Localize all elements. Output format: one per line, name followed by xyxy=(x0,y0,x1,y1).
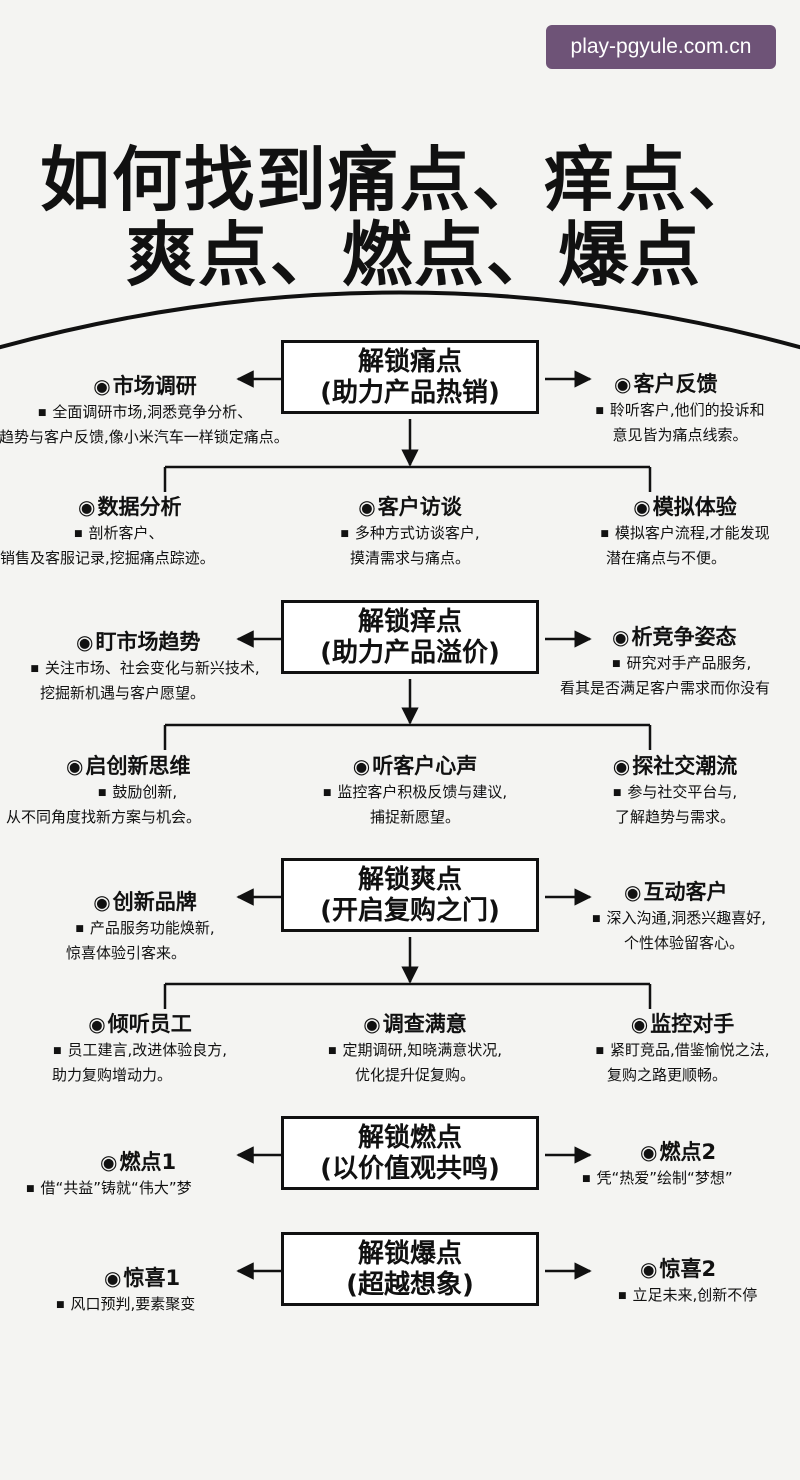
bullet-icon: ■ xyxy=(56,1299,65,1310)
radio-dot-icon: ◉ xyxy=(88,1012,106,1036)
radio-dot-icon: ◉ xyxy=(76,630,94,654)
bullet-icon: ■ xyxy=(600,528,609,539)
bullet-icon: ■ xyxy=(595,1045,604,1056)
bullet-icon: ■ xyxy=(618,1290,627,1301)
box-pain-point: 解锁痛点(助力产品热销) xyxy=(281,340,539,414)
radio-dot-icon: ◉ xyxy=(100,1150,118,1174)
radio-dot-icon: ◉ xyxy=(640,1140,658,1164)
radio-dot-icon: ◉ xyxy=(66,754,84,778)
node-surprise-2: ◉惊喜2 ■立足未来,创新不停 xyxy=(618,1257,758,1304)
radio-dot-icon: ◉ xyxy=(104,1266,122,1290)
node-social-trends: ◉探社交潮流 ■参与社交平台与, 了解趋势与需求。 xyxy=(612,754,738,826)
node-surprise-1: ◉惊喜1 ■风口预判,要素聚变 xyxy=(56,1266,196,1313)
node-simulated-experience: ◉模拟体验 ■模拟客户流程,才能发现 潜在痛点与不便。 xyxy=(600,495,770,567)
page-title-line-2: 爽点、燃点、爆点 xyxy=(126,214,702,296)
node-data-analysis: ◉数据分析 ■剖析客户、 销售及客服记录,挖掘痛点踪迹。 xyxy=(0,495,215,567)
node-customer-interview: ◉客户访谈 ■多种方式访谈客户, 摸清需求与痛点。 xyxy=(340,495,480,567)
node-market-research: ◉市场调研 ■全面调研市场,洞悉竞争分析、 业趋势与客户反馈,像小米汽车一样锁定… xyxy=(0,374,289,446)
radio-dot-icon: ◉ xyxy=(630,1012,649,1036)
radio-dot-icon: ◉ xyxy=(358,495,376,519)
bullet-icon: ■ xyxy=(26,1183,35,1194)
bullet-icon: ■ xyxy=(74,528,83,539)
bullet-icon: ■ xyxy=(37,407,47,418)
bullet-icon: ■ xyxy=(340,528,349,539)
node-customer-feedback: ◉客户反馈 ■聆听客户,他们的投诉和 意见皆为痛点线索。 xyxy=(595,372,765,444)
bullet-icon: ■ xyxy=(30,663,39,674)
node-satisfaction-survey: ◉调查满意 ■定期调研,知晓满意状况, 优化提升促复购。 xyxy=(327,1012,503,1084)
box-ignite-point: 解锁燃点(以价值观共鸣) xyxy=(281,1116,539,1190)
node-monitor-competitors: ◉监控对手 ■紧盯竞品,借鉴愉悦之法, 复购之路更顺畅。 xyxy=(595,1012,770,1084)
bullet-icon: ■ xyxy=(327,1045,337,1056)
node-customer-voice: ◉听客户心声 ■监控客户积极反馈与建议, 捕捉新愿望。 xyxy=(322,754,508,826)
radio-dot-icon: ◉ xyxy=(633,495,651,519)
radio-dot-icon: ◉ xyxy=(78,495,96,519)
bullet-icon: ■ xyxy=(52,1045,62,1056)
node-customer-interaction: ◉互动客户 ■深入沟通,洞悉兴趣喜好, 个性体验留客心。 xyxy=(592,880,767,952)
bullet-icon: ■ xyxy=(97,787,107,798)
box-itch-point: 解锁痒点(助力产品溢价) xyxy=(281,600,539,674)
node-brand-innovation: ◉创新品牌 ■产品服务功能焕新, 惊喜体验引客来。 xyxy=(66,890,215,962)
radio-dot-icon: ◉ xyxy=(624,880,642,904)
radio-dot-icon: ◉ xyxy=(614,372,632,396)
radio-dot-icon: ◉ xyxy=(612,625,630,649)
box-explosion-point: 解锁爆点(超越想象) xyxy=(281,1232,539,1306)
radio-dot-icon: ◉ xyxy=(640,1257,658,1281)
page-title-line-1: 如何找到痛点、痒点、 xyxy=(40,139,760,221)
header-arc xyxy=(0,290,800,350)
box-delight-point: 解锁爽点(开启复购之门) xyxy=(281,858,539,932)
bullet-icon: ■ xyxy=(595,405,604,416)
node-ignite-1: ◉燃点1 ■借“共益”铸就“伟大”梦 xyxy=(26,1150,192,1197)
bullet-icon: ■ xyxy=(75,923,84,934)
node-listen-employees: ◉倾听员工 ■员工建言,改进体验良方, 助力复购增动力。 xyxy=(52,1012,228,1084)
bullet-icon: ■ xyxy=(322,787,332,798)
watermark: play-pgyule.com.cn xyxy=(546,25,776,69)
radio-dot-icon: ◉ xyxy=(363,1012,381,1036)
radio-dot-icon: ◉ xyxy=(612,754,631,778)
bullet-icon: ■ xyxy=(612,658,621,669)
bullet-icon: ■ xyxy=(612,787,622,798)
node-market-trends: ◉盯市场趋势 ■关注市场、社会变化与新兴技术, 挖掘新机遇与客户愿望。 xyxy=(30,630,260,702)
radio-dot-icon: ◉ xyxy=(352,754,371,778)
node-competition-analysis: ◉析竞争姿态 ■研究对手产品服务, 看其是否满足客户需求而你没有 xyxy=(560,625,771,697)
node-ignite-2: ◉燃点2 ■凭“热爱”绘制“梦想” xyxy=(582,1140,733,1187)
radio-dot-icon: ◉ xyxy=(93,374,111,398)
bullet-icon: ■ xyxy=(582,1173,591,1184)
radio-dot-icon: ◉ xyxy=(93,890,111,914)
node-innovative-thinking: ◉启创新思维 ■鼓励创新, 从不同角度找新方案与机会。 xyxy=(6,754,202,826)
bullet-icon: ■ xyxy=(592,913,601,924)
